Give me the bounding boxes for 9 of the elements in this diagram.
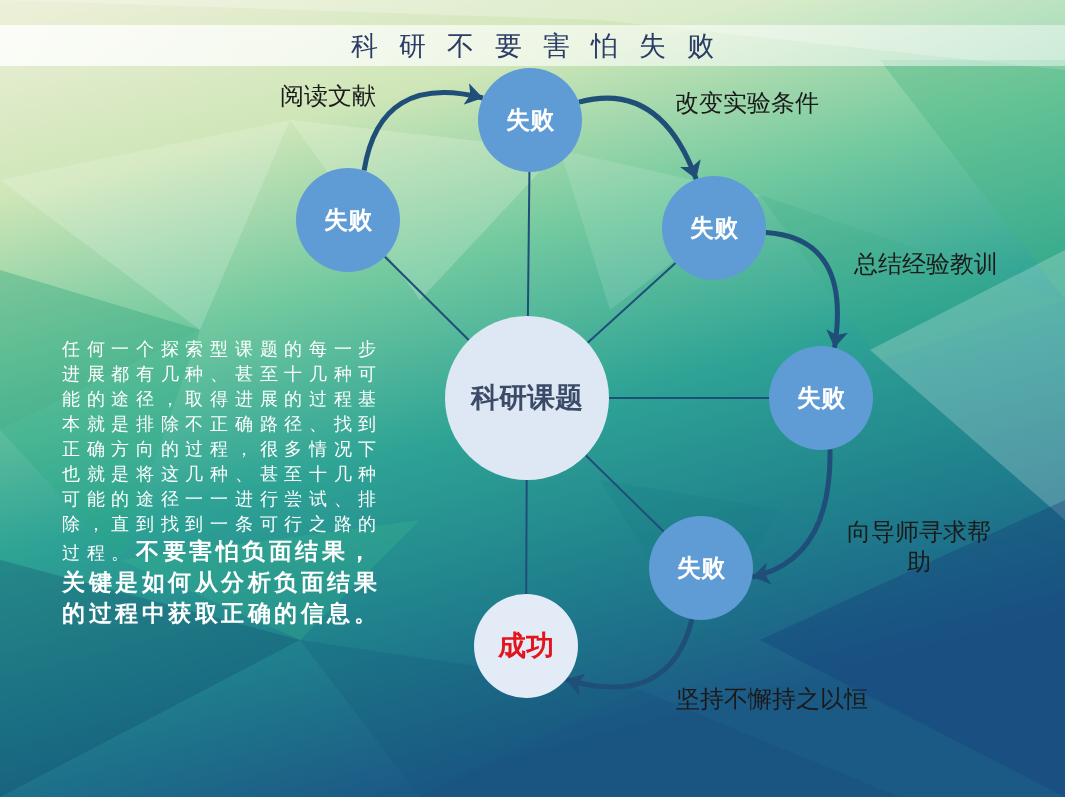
description-text: 任何一个探索型课题的每一步进展都有几种、甚至十几种可能的途径，取得进展的过程基本就是排除不正确路径、找到正确方向的过程，很多情况下也就是将这几种、甚至十几种可能的途径一一进行尝试、排除，直到找到一条可行之路的过程。不要害怕负面结果，关键是如何从分析负面结果的过程中获取正确的信息。 [62, 337, 385, 628]
edge-label: 阅读文献 [280, 81, 376, 111]
edge-label: 坚持不懈持之以恒 [676, 684, 868, 714]
curved-arrow [361, 83, 484, 171]
edge-label: 向导师寻求帮助 [846, 517, 992, 577]
title-banner: 科研不要害怕失败 [0, 25, 1065, 66]
curved-arrow [578, 95, 700, 181]
edge-label: 总结经验教训 [854, 249, 998, 279]
edge-label: 改变实验条件 [675, 88, 819, 118]
